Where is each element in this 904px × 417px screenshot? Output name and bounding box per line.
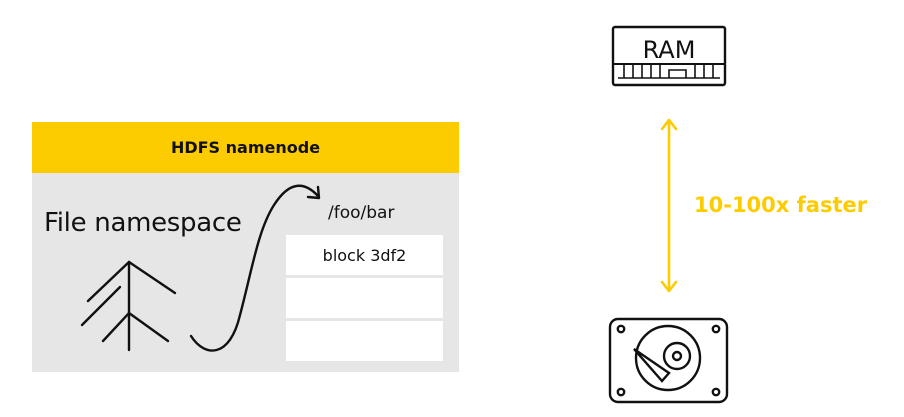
ram-icon: RAM [611, 25, 727, 87]
path-label: /foo/bar [328, 203, 395, 223]
curved-arrow-icon [189, 184, 321, 352]
hard-disk-icon [608, 317, 729, 404]
block-slot-1: block 3df2 [286, 235, 443, 275]
double-arrow-icon [660, 118, 678, 293]
file-namespace-label: File namespace [44, 208, 242, 238]
ram-label: RAM [643, 36, 696, 64]
namenode-panel: HDFS namenode File namespace /foo/bar bl… [32, 122, 459, 372]
tree-icon [80, 260, 177, 352]
block-slot-2 [286, 278, 443, 318]
speed-comparison-label: 10-100x faster [694, 193, 868, 217]
namenode-title: HDFS namenode [32, 122, 459, 173]
block-slot-3 [286, 321, 443, 361]
